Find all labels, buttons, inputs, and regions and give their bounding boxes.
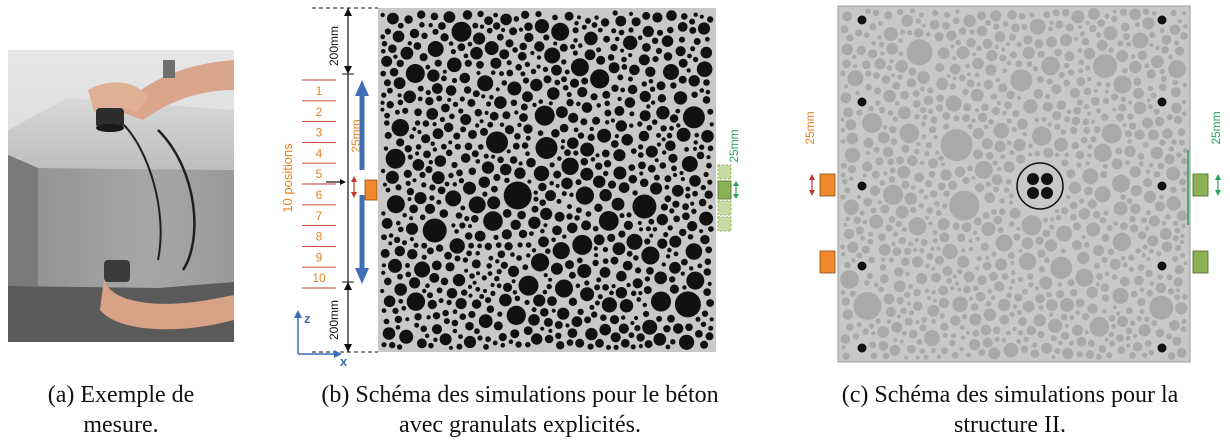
receiver-transducer-b [717, 180, 732, 200]
aggregates-b [380, 10, 714, 350]
position-item: 6 [316, 188, 323, 202]
measurement-photo [8, 50, 234, 342]
rebar [857, 181, 867, 191]
receiver-dashed-bottom [717, 200, 732, 216]
dim-bottom-label: 200mm [327, 300, 341, 340]
caption-a-line2: mesure. [83, 412, 159, 438]
position-item: 9 [316, 250, 323, 264]
dim-top-label: 200mm [327, 26, 341, 66]
caption-b: (b) Schéma des simulations pour le béton… [260, 380, 780, 440]
emitter-transducer-c-bottom [819, 250, 836, 274]
rebars [857, 15, 1167, 353]
central-rebar-bundle [1016, 162, 1064, 210]
caption-b-line1: (b) Schéma des simulations pour le béton [321, 382, 719, 408]
caption-c: (c) Schéma des simulations pour la struc… [790, 380, 1230, 440]
position-item: 5 [316, 167, 323, 181]
dim-right-label-c: 25mm [1209, 111, 1223, 144]
positions-label: 10 positions [280, 143, 295, 213]
position-list: 1 2 3 4 5 6 7 8 9 10 [302, 79, 336, 289]
rebar [857, 343, 867, 353]
caption-c-line2: structure II. [954, 412, 1066, 438]
rebar [857, 15, 867, 25]
rebar [857, 261, 867, 271]
dim-left-label-c: 25mm [803, 111, 817, 144]
receiver-transducer-c-bottom [1192, 250, 1209, 274]
axes-icon [294, 310, 342, 358]
position-item: 1 [316, 84, 323, 98]
aggregates-c [840, 7, 1188, 360]
dim-step-label: 25mm [349, 119, 363, 152]
rebar [1157, 97, 1167, 107]
position-item: 2 [316, 105, 323, 119]
dim-right-label: 25mm [727, 129, 741, 162]
axis-x-label: x [340, 354, 348, 369]
rebar [1157, 181, 1167, 191]
caption-a: (a) Exemple de mesure. [0, 380, 242, 440]
axis-z-label: z [304, 311, 311, 326]
position-item: 4 [316, 146, 323, 160]
emitter-transducer-b [364, 179, 378, 201]
receiver-dashed-top [717, 164, 732, 180]
position-item: 3 [316, 126, 323, 140]
schema-c: 25mm 25mm [800, 0, 1230, 370]
caption-b-line2: avec granulats explicités. [399, 412, 641, 438]
position-item: 10 [312, 271, 326, 285]
position-item: 7 [316, 209, 323, 223]
rebar [857, 97, 867, 107]
position-item: 8 [316, 230, 323, 244]
rebar [1157, 15, 1167, 25]
rebar [1157, 261, 1167, 271]
schema-b: 200mm 200mm 1 2 3 4 5 6 7 8 9 10 10 positions 25m… [272, 0, 752, 370]
receiver-transducer-c-top [1192, 173, 1209, 197]
emitter-transducer-c-top [819, 173, 836, 197]
rebar [1157, 343, 1167, 353]
caption-c-line1: (c) Schéma des simulations pour la [841, 382, 1179, 408]
caption-a-line1: (a) Exemple de [47, 382, 195, 408]
